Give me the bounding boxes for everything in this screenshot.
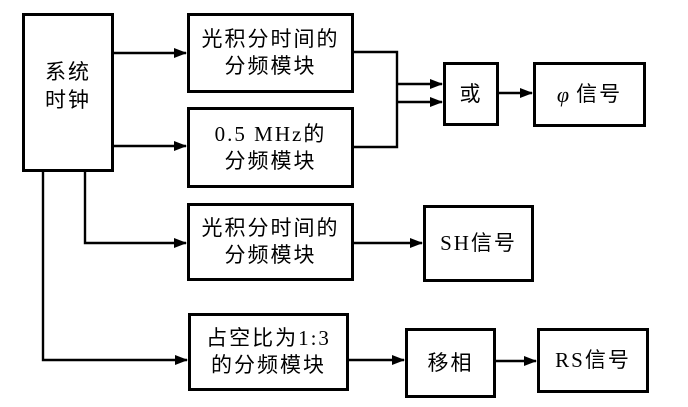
integration-divider-top-label-line2: 分频模块: [224, 54, 317, 78]
connector-merge-bracket: [353, 50, 399, 149]
rs-signal-label: RS信号: [555, 348, 631, 372]
mhz-divider-label-line1: 0.5 MHz的: [214, 121, 327, 146]
or-gate-box: 或: [443, 62, 499, 126]
integration-divider-top-label-line1: 光积分时间的: [201, 27, 340, 51]
system-clock-box: 系统 时钟: [22, 13, 114, 172]
sh-signal-label: SH信号: [440, 231, 517, 255]
duty-divider-label-line1: 占空比为1:3: [206, 326, 331, 350]
connector-clock-to-integration-divider-mid: [83, 170, 187, 248]
connector-clock-to-duty-divider: [41, 170, 188, 365]
phi-signal-box: φ 信号: [533, 62, 646, 127]
rs-signal-box: RS信号: [537, 328, 649, 393]
duty-ratio-divider-box: 占空比为1:3 的分频模块: [188, 313, 349, 391]
phase-shift-box: 移相: [405, 328, 496, 398]
integration-divider-mid-label-line2: 分频模块: [224, 243, 317, 267]
system-clock-label-line2: 时钟: [45, 87, 91, 112]
phase-shift-label: 移相: [427, 350, 474, 375]
integration-time-divider-box-top: 光积分时间的 分频模块: [187, 13, 354, 93]
mhz-divider-box: 0.5 MHz的 分频模块: [187, 107, 354, 188]
phi-signal-label: 信号: [576, 82, 623, 106]
duty-divider-label-line2: 的分频模块: [211, 353, 326, 377]
or-gate-label: 或: [459, 81, 483, 106]
integration-divider-mid-label-line1: 光积分时间的: [201, 216, 340, 240]
phi-symbol: φ: [556, 82, 572, 107]
sh-signal-box: SH信号: [423, 205, 534, 282]
mhz-divider-label-line2: 分频模块: [224, 148, 317, 173]
system-clock-label-line1: 系统: [45, 59, 91, 84]
integration-time-divider-box-mid: 光积分时间的 分频模块: [187, 203, 354, 281]
